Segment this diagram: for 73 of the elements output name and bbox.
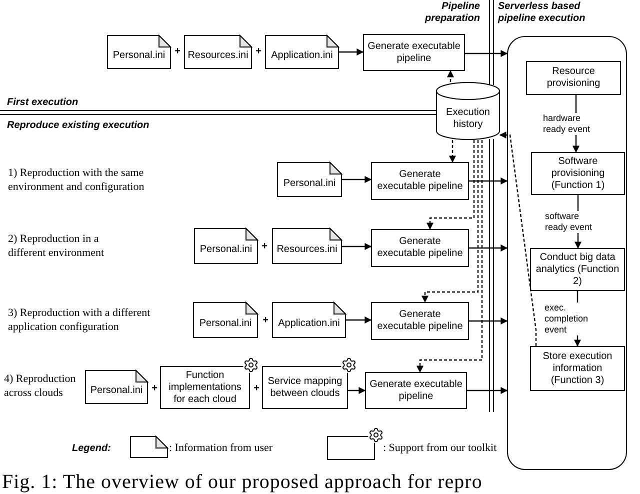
dashed-arrow	[422, 140, 479, 303]
label-text: Pipeline preparation	[424, 1, 480, 25]
dashed-arrow	[416, 140, 483, 373]
plus-sign: +	[254, 45, 262, 59]
document-shape	[265, 35, 339, 69]
process-box	[371, 229, 469, 267]
label-text: 3) Reproduction with a different application configuration	[8, 306, 152, 334]
document-shape	[184, 35, 252, 69]
node-text: Personal.ini	[112, 50, 166, 62]
arrow	[342, 176, 372, 183]
document-shape	[272, 228, 342, 264]
legend-text: : Support from our toolkit	[383, 441, 497, 456]
node-text: Generate executable pipeline	[366, 40, 462, 64]
plus-sign: +	[260, 240, 268, 254]
plus-sign: +	[252, 382, 260, 396]
label-text: 1) Reproduction with the same environment and configuration	[8, 166, 146, 194]
node-text: Resource provisioning	[546, 66, 602, 90]
process-box	[531, 152, 625, 195]
document-shape	[194, 228, 258, 264]
document-shape	[107, 35, 171, 69]
arrow	[346, 316, 372, 324]
label-text: First execution	[7, 96, 80, 110]
node-text: Personal.ini	[282, 178, 337, 190]
process-box	[363, 34, 465, 71]
process-box	[526, 61, 621, 95]
node-text: Personal.ini	[89, 385, 144, 397]
node-text: Personal.ini	[198, 244, 254, 256]
label-text: Reproduce existing execution	[7, 119, 150, 133]
node-text: Execution history	[445, 107, 491, 131]
node-text: Generate executable pipeline	[376, 309, 464, 333]
dashed-arrow	[499, 132, 537, 346]
label-text: 2) Reproduction in a different environment	[8, 232, 106, 260]
node-text: Generate executable pipeline	[376, 169, 464, 193]
label-text: Serverless based pipeline execution	[498, 1, 586, 25]
database-cylinder	[436, 82, 500, 140]
node-text: Function implementations for each cloud	[168, 370, 242, 406]
node-text: Conduct big data analytics (Function 2)	[534, 252, 620, 288]
legend-text: : Information from user	[169, 441, 273, 456]
process-box	[371, 162, 469, 200]
arrow	[469, 244, 508, 252]
arrow	[467, 387, 508, 394]
dashed-arrow	[447, 70, 454, 82]
node-text: Resources.ini	[186, 50, 250, 62]
node-text: Generate executable pipeline	[376, 236, 464, 260]
dashed-arrow	[426, 140, 475, 230]
document-shape	[85, 370, 148, 404]
dashed-arrow	[449, 140, 456, 163]
plus-sign: +	[262, 314, 270, 328]
process-box	[365, 372, 467, 409]
arrow	[339, 48, 364, 56]
arrow	[469, 178, 508, 184]
label-text: Legend:	[72, 442, 112, 456]
process-box	[371, 302, 469, 340]
arrow	[342, 243, 372, 250]
node-text: Resources.ini	[276, 244, 338, 256]
node-text: Store execution information (Function 3)	[542, 350, 614, 386]
label-text: 4) Reproduction across clouds	[4, 372, 77, 400]
document-shape	[193, 302, 258, 338]
plus-sign: +	[174, 45, 182, 59]
plus-sign: +	[150, 382, 158, 396]
figure-caption: Fig. 1: The overview of our proposed approach for repro	[2, 471, 482, 493]
node-text: Application.ini	[277, 318, 341, 330]
document-shape	[277, 162, 342, 197]
node-text: Service mapping between clouds	[266, 376, 344, 400]
node-text: Software provisioning (Function 1)	[550, 156, 606, 192]
node-text: Generate executable pipeline	[368, 378, 464, 402]
node-text: Application.ini	[270, 50, 334, 62]
process-box	[530, 346, 625, 391]
arrow	[348, 387, 366, 394]
node-text: Personal.ini	[198, 318, 253, 330]
document-shape	[272, 302, 346, 338]
arrow	[465, 50, 508, 57]
arrow	[469, 318, 508, 324]
